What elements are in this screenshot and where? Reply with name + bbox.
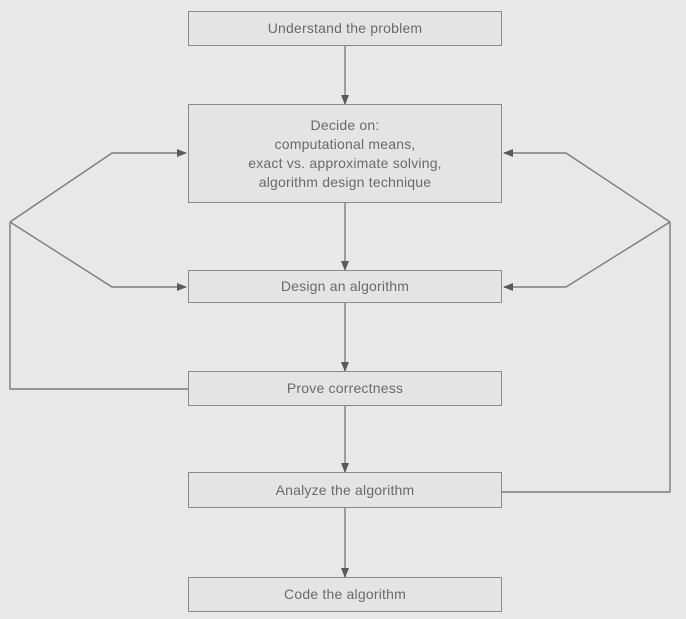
left-feedback-trunk	[9, 222, 188, 390]
step-design-algorithm: Design an algorithm	[188, 270, 502, 303]
step-code-algorithm: Code the algorithm	[188, 577, 502, 612]
left-feedback-to-decide	[9, 149, 187, 223]
step-prove-label: Prove correctness	[286, 380, 404, 396]
right-feedback-to-design	[503, 221, 671, 291]
step-prove-correctness: Prove correctness	[188, 371, 502, 406]
right-feedback-to-decide	[503, 149, 671, 223]
step-understand-problem: Understand the problem	[188, 11, 502, 46]
step-design-label: Design an algorithm	[280, 278, 410, 294]
step-decide-label: Decide on: computational means, exact vs…	[248, 116, 442, 190]
step-decide-on: Decide on: computational means, exact vs…	[188, 104, 502, 203]
step-code-label: Code the algorithm	[284, 586, 406, 602]
right-feedback-trunk	[502, 222, 671, 493]
step-understand-label: Understand the problem	[267, 20, 423, 36]
step-analyze-label: Analyze the algorithm	[275, 481, 415, 498]
left-feedback-to-design	[9, 221, 187, 291]
step-analyze-algorithm: Analyze the algorithm	[188, 472, 502, 508]
